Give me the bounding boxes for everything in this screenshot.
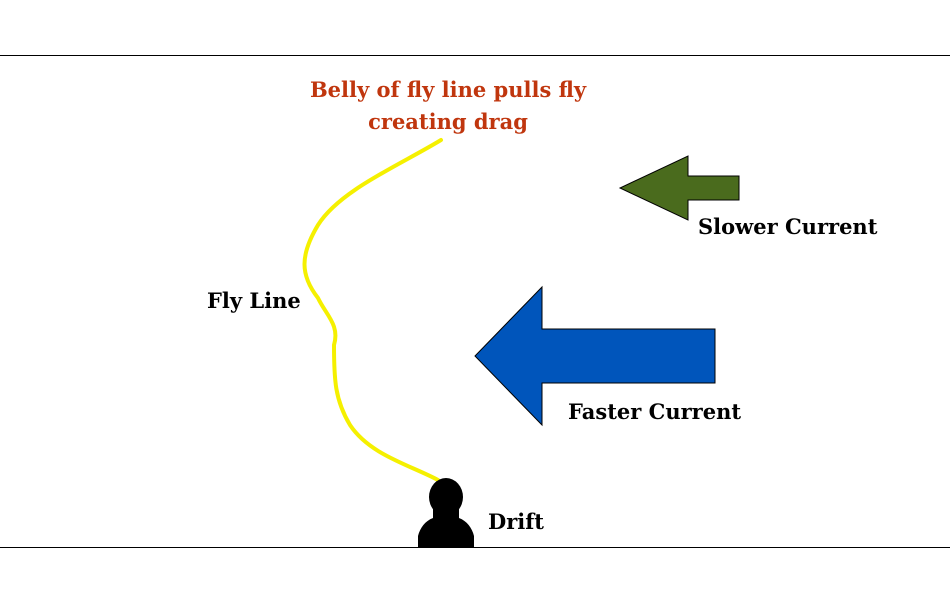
faster-current-label: Faster Current: [568, 399, 742, 424]
top-bank-line: [0, 55, 950, 56]
title-line-1: Belly of fly line pulls fly: [309, 77, 587, 102]
faster-current-arrow: [474, 285, 716, 427]
fly-line-label: Fly Line: [207, 288, 301, 313]
bottom-bank-line: [0, 547, 950, 548]
drag-explanation-title: Belly of fly line pulls fly creating dra…: [290, 74, 606, 138]
drift-label: Drift: [488, 509, 544, 534]
slower-current-arrow: [618, 155, 740, 221]
title-line-2: creating drag: [368, 109, 528, 134]
slower-current-label: Slower Current: [698, 214, 878, 239]
person-silhouette-icon: [418, 478, 474, 547]
fly-line-curve: [302, 138, 443, 482]
